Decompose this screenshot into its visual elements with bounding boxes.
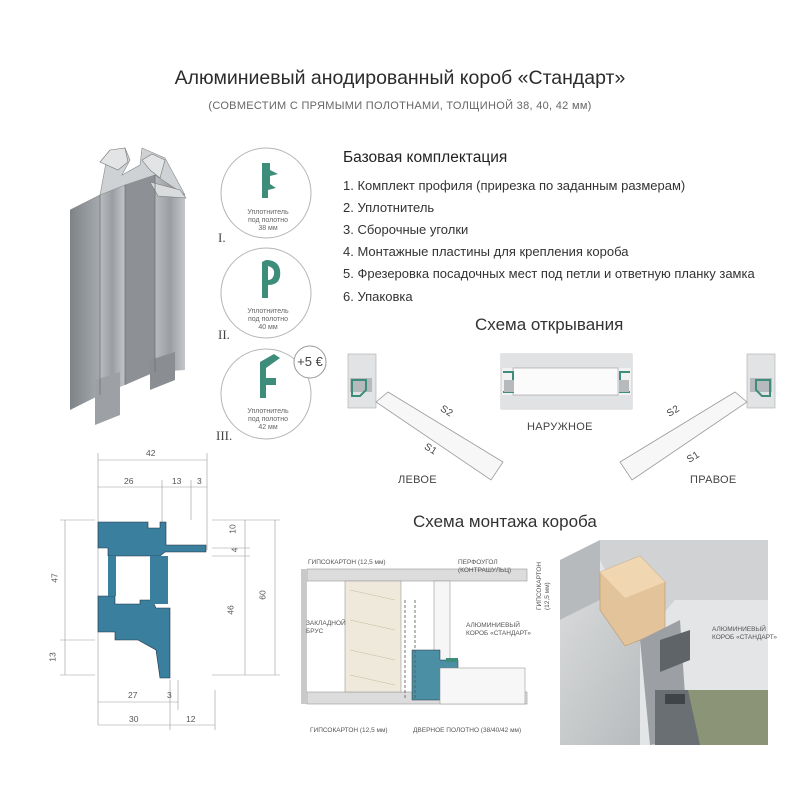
profile-3d-illustration — [69, 147, 187, 425]
mount-3d-drywall-line: (12,5 мм) — [544, 582, 551, 610]
mount-box-line: АЛЮМИНИЕВЫЙ — [466, 622, 520, 629]
mount-beam-label: ЗАКЛАДНОЙ БРУС — [306, 620, 346, 636]
mount-section-drawing — [301, 568, 528, 705]
mount-3d-box-line: АЛЮМИНИЕВЫЙ — [712, 626, 766, 633]
mount-3d-box-line: КОРОБ «СТАНДАРТ» — [712, 634, 778, 641]
seal-caption-line: Уплотнитель — [247, 209, 289, 216]
dim-12: 12 — [186, 714, 196, 724]
seal-caption-line: под полотно — [248, 217, 288, 224]
mount-3d-drywall-label: ГИПСОКАРТОН (12,5 мм) — [536, 562, 552, 610]
dim-47: 47 — [49, 573, 60, 583]
mount-drywall-top-label: ГИПСОКАРТОН (12,5 мм) — [308, 559, 386, 566]
seal-caption-2: Уплотнитель под полотно 40 мм — [240, 308, 296, 332]
mount-scheme-heading: Схема монтажа короба — [413, 512, 597, 531]
seal-option-1 — [220, 147, 312, 239]
dim-60: 60 — [257, 590, 268, 600]
dim-27: 27 — [128, 690, 138, 700]
opening-right-diagram — [619, 353, 776, 481]
mount-drywall-bottom-label: ГИПСОКАРТОН (12,5 мм) — [310, 727, 388, 734]
opening-scheme-heading: Схема открывания — [475, 315, 624, 334]
price-badge: +5 € — [297, 354, 323, 369]
base-equipment-heading: Базовая комплектация — [343, 149, 508, 166]
seal-caption-1: Уплотнитель под полотно 38 мм — [240, 209, 296, 233]
opening-center-diagram — [500, 353, 633, 410]
dim-13: 13 — [172, 476, 182, 486]
seal-caption-line: Уплотнитель — [247, 408, 289, 415]
price-badge-circle — [293, 345, 327, 379]
seal-option-3 — [220, 345, 327, 440]
opening-center-label: НАРУЖНОЕ — [527, 421, 593, 433]
seal-caption-line: под полотно — [248, 316, 288, 323]
seal-40-icon — [262, 260, 281, 298]
base-item: 6. Упаковка — [343, 289, 413, 304]
seal-option-2 — [220, 247, 312, 339]
dim-3-bottom: 3 — [167, 690, 172, 700]
seal-caption-line: Уплотнитель — [247, 308, 289, 315]
base-item: 1. Комплект профиля (прирезка по заданны… — [343, 178, 686, 193]
page-title: Алюминиевый анодированный короб «Стандар… — [174, 67, 626, 89]
seal-numeral: II. — [218, 327, 230, 342]
opening-left-label: ЛЕВОЕ — [398, 474, 437, 486]
dim-46: 46 — [225, 605, 236, 615]
mount-perfougol-line: ПЕРФОУГОЛ — [458, 559, 498, 566]
seal-caption-3: Уплотнитель под полотно 42 мм — [240, 408, 296, 432]
opening-left-diagram — [347, 353, 504, 481]
base-item: 4. Монтажные пластины для крепления коро… — [343, 244, 629, 259]
seal-numeral: III. — [216, 428, 233, 443]
base-item: 5. Фрезеровка посадочных мест под петли … — [343, 266, 755, 281]
mount-door-leaf-label: ДВЕРНОЕ ПОЛОТНО (38/40/42 мм) — [413, 727, 522, 734]
seal-38-icon — [262, 163, 278, 198]
base-item: 3. Сборочные уголки — [343, 222, 469, 237]
dim-30: 30 — [129, 714, 139, 724]
mount-box-label: АЛЮМИНИЕВЫЙ КОРОБ «СТАНДАРТ» — [466, 622, 531, 638]
page-subtitle: (СОВМЕСТИМ С ПРЯМЫМИ ПОЛОТНАМИ, ТОЛЩИНОЙ… — [208, 100, 592, 112]
mount-perfougol-label: ПЕРФОУГОЛ (КОНТРАШУЛЬЦ) — [458, 559, 511, 575]
profile-cross-section-drawing — [60, 453, 280, 730]
mount-beam-line: ЗАКЛАДНОЙ — [306, 620, 346, 627]
seal-numeral: I. — [218, 230, 226, 245]
dim-26: 26 — [124, 476, 134, 486]
mount-3d-drawing — [560, 540, 768, 745]
seal-caption-line: под полотно — [248, 416, 288, 423]
profile-section-web-2 — [150, 556, 168, 604]
seal-caption-line: 40 мм — [258, 324, 278, 331]
mount-perfougol-line: (КОНТРАШУЛЬЦ) — [458, 567, 512, 574]
dim-42: 42 — [146, 448, 156, 458]
mount-3d-drywall-line: ГИПСОКАРТОН — [536, 561, 543, 610]
mount-box-line: КОРОБ «СТАНДАРТ» — [466, 630, 532, 637]
dim-3-top: 3 — [197, 476, 202, 486]
opening-right-label: ПРАВОЕ — [690, 474, 737, 486]
base-item: 2. Уплотнитель — [343, 200, 435, 215]
seal-42-icon — [260, 354, 280, 398]
seal-caption-line: 38 мм — [258, 225, 278, 232]
dim-13-bottom: 13 — [47, 652, 58, 662]
mount-beam-line: БРУС — [306, 628, 324, 635]
mount-3d-box-label: АЛЮМИНИЕВЫЙ КОРОБ «СТАНДАРТ» — [712, 626, 777, 642]
dim-4: 4 — [229, 547, 240, 553]
seal-caption-line: 42 мм — [258, 424, 278, 431]
dim-10: 10 — [227, 524, 238, 534]
profile-section-web — [108, 556, 116, 596]
